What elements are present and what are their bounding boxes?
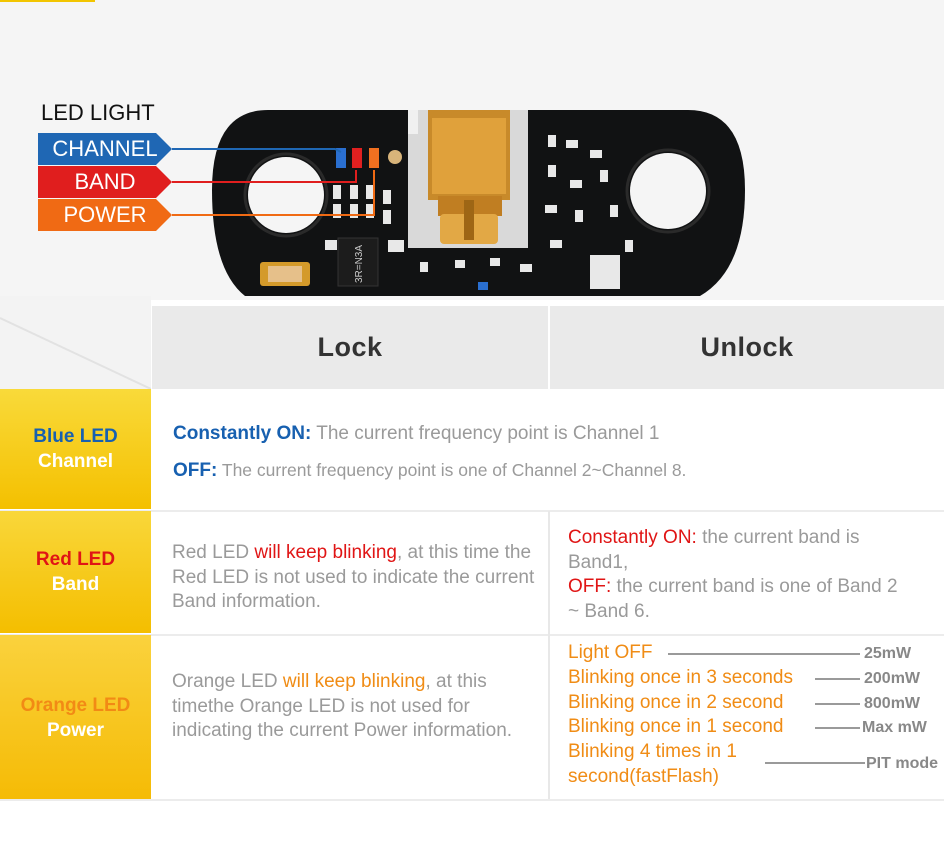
power-connector-line (815, 727, 860, 729)
row-label-red: Red LED Band (0, 511, 151, 633)
power-item-text: Light OFF (568, 642, 653, 663)
band-tag-label: BAND (74, 169, 136, 194)
corner-diagonal (0, 317, 152, 390)
red-off-prefix: OFF: (568, 576, 612, 597)
blue-led-label: Blue LED (33, 426, 118, 447)
orange-lock-a: Orange LED (172, 671, 283, 692)
column-divider (548, 511, 550, 800)
red-lock-highlight: will keep blinking (254, 542, 397, 563)
svg-text:3R=N3A: 3R=N3A (354, 245, 365, 283)
power-item-text: Blinking once in 2 second (568, 692, 784, 713)
channel-tag-label: CHANNEL (52, 136, 158, 161)
power-item: Light OFF (568, 641, 828, 666)
power-connector-line (815, 678, 860, 680)
power-value: 25mW (864, 645, 912, 662)
row-divider (0, 799, 944, 801)
row-label-orange: Orange LED Power (0, 635, 151, 800)
band-tag: BAND (38, 166, 172, 198)
red-on-desc: the current band is Band1, (568, 527, 860, 573)
top-accent-line (0, 0, 95, 2)
orange-lock-text: Orange LED will keep blinking, at this t… (172, 670, 544, 744)
row-label-blue: Blue LED Channel (0, 389, 151, 509)
blue-off-prefix: OFF: (173, 460, 218, 481)
red-on-prefix: Constantly ON: (568, 527, 697, 548)
red-lock-b: , at this time the Red LED is not used t… (172, 542, 535, 612)
vtx-board-image: 3R=N3A (172, 110, 745, 296)
blue-on-prefix: Constantly ON: (173, 423, 312, 444)
power-item: Blinking once in 1 second (568, 715, 828, 740)
power-item-text: Blinking 4 times in 1 second(fastFlash) (568, 741, 737, 787)
red-led-label: Red LED (35, 549, 116, 570)
power-value: 200mW (864, 670, 921, 687)
blue-on-text: Constantly ON: The current frequency poi… (173, 422, 933, 447)
row-divider (0, 510, 944, 512)
blue-off-text: OFF: The current frequency point is one … (173, 458, 933, 484)
red-off-desc: the current band is one of Band 2 ~ Band… (568, 576, 898, 622)
page-bottom (0, 806, 944, 855)
power-item: Blinking 4 times in 1 second(fastFlash) (568, 740, 778, 789)
channel-tag: CHANNEL (38, 133, 172, 165)
table-header-row: Lock Unlock (0, 296, 944, 390)
power-value: 800mW (864, 695, 921, 712)
power-item: Blinking once in 3 seconds (568, 666, 828, 691)
power-connector-line (815, 703, 860, 705)
channel-label: Channel (38, 451, 113, 472)
power-connector-line (668, 653, 860, 655)
red-lock-a: Red LED (172, 542, 255, 563)
power-item-text: Blinking once in 3 seconds (568, 667, 793, 688)
led-light-title: LED LIGHT (41, 100, 155, 125)
row-divider (0, 634, 944, 636)
orange-lock-highlight: will keep blinking (282, 671, 426, 692)
power-tag: POWER (38, 199, 172, 231)
red-unlock-text: Constantly ON: the current band is Band1… (568, 526, 898, 624)
orange-lock-b: , at this timethe Orange LED is not used… (172, 671, 513, 741)
red-lock-text: Red LED will keep blinking, at this time… (172, 541, 544, 615)
header-unlock: Unlock (550, 306, 944, 389)
power-item-text: Blinking once in 1 second (568, 716, 784, 737)
power-value: PIT mode (866, 755, 939, 772)
table-corner-cell (0, 296, 152, 390)
power-value: Max mW (862, 719, 927, 736)
header-lock: Lock (152, 306, 548, 389)
power-connector-line (765, 762, 865, 764)
blue-on-desc: The current frequency point is Channel 1 (311, 423, 660, 444)
power-item: Blinking once in 2 second (568, 691, 828, 716)
blue-off-desc: The current frequency point is one of Ch… (217, 460, 687, 480)
led-status-table: Lock Unlock Blue LED Channel Constantly … (0, 296, 944, 804)
power-label: Power (46, 719, 105, 741)
band-label: Band (51, 574, 100, 595)
orange-led-label: Orange LED (20, 694, 131, 716)
power-tag-label: POWER (63, 202, 147, 227)
